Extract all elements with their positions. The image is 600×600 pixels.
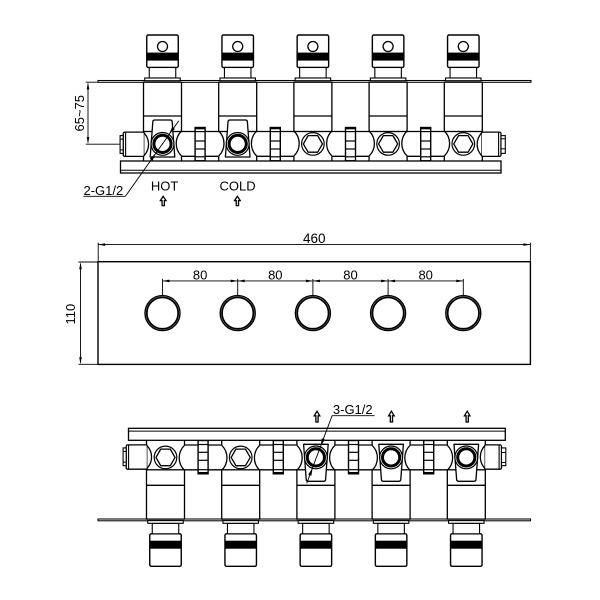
svg-text:80: 80	[343, 267, 357, 282]
svg-text:2-G1/2: 2-G1/2	[84, 183, 124, 198]
svg-text:110: 110	[63, 304, 78, 325]
svg-text:80: 80	[268, 267, 282, 282]
svg-text:COLD: COLD	[220, 179, 256, 194]
svg-text:3-G1/2: 3-G1/2	[333, 402, 373, 417]
svg-text:80: 80	[418, 267, 432, 282]
svg-text:HOT: HOT	[151, 179, 179, 194]
svg-text:80: 80	[193, 267, 207, 282]
svg-text:460: 460	[303, 231, 326, 246]
svg-text:65~75: 65~75	[72, 95, 87, 132]
